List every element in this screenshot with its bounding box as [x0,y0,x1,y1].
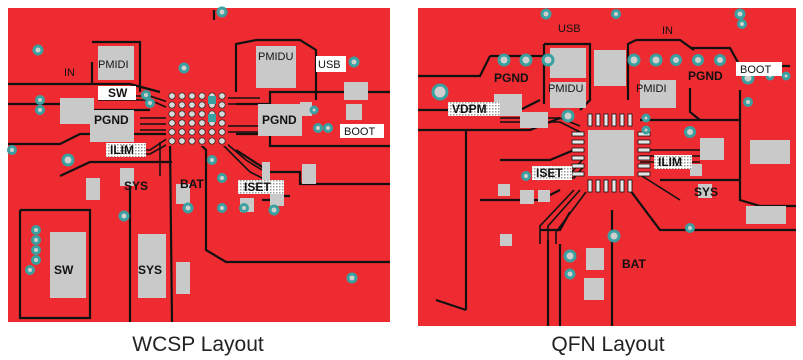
bga-ball [188,92,196,100]
qfn-label-boot: BOOT [740,64,771,76]
wcsp-pour-edges [8,10,390,323]
qfn-label-bg-boot [736,62,782,76]
wcsp-label-sw-bottom: SW [54,263,74,277]
bga-ball [178,119,186,127]
bga-ball [168,119,176,127]
wcsp-label-iset: ISET [244,180,271,194]
wcsp-label-pgnd-right: PGND [262,113,297,127]
bga-ball [178,137,186,145]
qfn-label-bg-ilim [654,155,692,169]
wcsp-panel: IN PMIDI SW PGND ILIM SYS BAT ISET PMIDU… [7,6,390,323]
wcsp-label-bg-ilim [106,143,146,157]
bga-ball [178,110,186,118]
bga-ball [178,101,186,109]
qfn-package [571,113,651,193]
wcsp-label-bg-sw-top [98,86,136,100]
qfn-label-iset: ISET [536,166,563,180]
wcsp-label-ilim: ILIM [110,143,134,157]
wcsp-label-boot: BOOT [344,126,375,138]
qfn-pins [571,113,651,193]
qfn-panel: USB IN PGND PMIDU PMIDI PGND BOOT VDPM I… [418,8,796,326]
bga-ball [188,119,196,127]
bga-ball [218,119,226,127]
bga-ball [218,137,226,145]
bga-ball [218,101,226,109]
wcsp-label-sys-bottom: SYS [138,263,162,277]
bga-ball [178,128,186,136]
bga-ball [198,101,206,109]
wcsp-labels: IN PMIDI SW PGND ILIM SYS BAT ISET PMIDU… [54,51,384,277]
wcsp-vias [7,6,360,284]
qfn-label-pgnd-right: PGND [688,69,723,83]
qfn-label-sys: SYS [694,185,718,199]
bga-ball [168,137,176,145]
qfn-label-in: IN [662,25,673,37]
qfn-label-pmidu: PMIDU [548,83,584,95]
wcsp-via-ring-markers [208,96,216,122]
bga-ball [168,101,176,109]
wcsp-label-sw-top: SW [108,86,128,100]
wcsp-label-in: IN [64,67,75,79]
bga-ball [168,92,176,100]
bga-ball [198,128,206,136]
bga-ball [188,110,196,118]
bga-ball [188,101,196,109]
wcsp-label-pmidu: PMIDU [258,51,294,63]
wcsp-label-usb: USB [318,59,341,71]
bga-ball [188,128,196,136]
qfn-label-bg-iset [532,166,572,180]
qfn-thermal-pad [588,130,634,176]
wcsp-pads [50,46,368,298]
wcsp-label-bg-iset [238,180,284,194]
bga-ball [208,128,216,136]
wcsp-bga-grid [166,90,228,146]
qfn-label-vdpm: VDPM [452,102,487,116]
wcsp-caption: WCSP Layout [132,333,264,356]
qfn-label-pgnd-left: PGND [494,71,529,85]
bga-ball [198,119,206,127]
bga-ball [218,128,226,136]
qfn-label-bat: BAT [622,257,646,271]
bga-ball [168,110,176,118]
wcsp-label-bg-in [60,64,82,79]
qfn-label-usb: USB [558,23,581,35]
bga-ball [178,92,186,100]
bga-ball [198,137,206,145]
bga-ball [218,92,226,100]
qfn-pads [494,48,790,300]
wcsp-label-bg-boot [340,124,384,138]
bga-ball [208,137,216,145]
qfn-caption: QFN Layout [551,333,665,356]
bga-ball [198,92,206,100]
wcsp-label-sys-mid: SYS [124,179,148,193]
wcsp-label-pmidi: PMIDI [98,59,129,71]
qfn-labels: USB IN PGND PMIDU PMIDI PGND BOOT VDPM I… [448,23,782,271]
bga-ball [218,110,226,118]
bga-ball [168,128,176,136]
qfn-label-pmidi: PMIDI [636,83,667,95]
wcsp-label-pgnd-left: PGND [94,113,129,127]
bga-ball [188,137,196,145]
wcsp-label-bat: BAT [180,177,204,191]
qfn-label-ilim: ILIM [658,155,682,169]
bga-ball [198,110,206,118]
wcsp-label-bg-usb [316,56,346,72]
qfn-label-bg-vdpm [448,102,500,116]
